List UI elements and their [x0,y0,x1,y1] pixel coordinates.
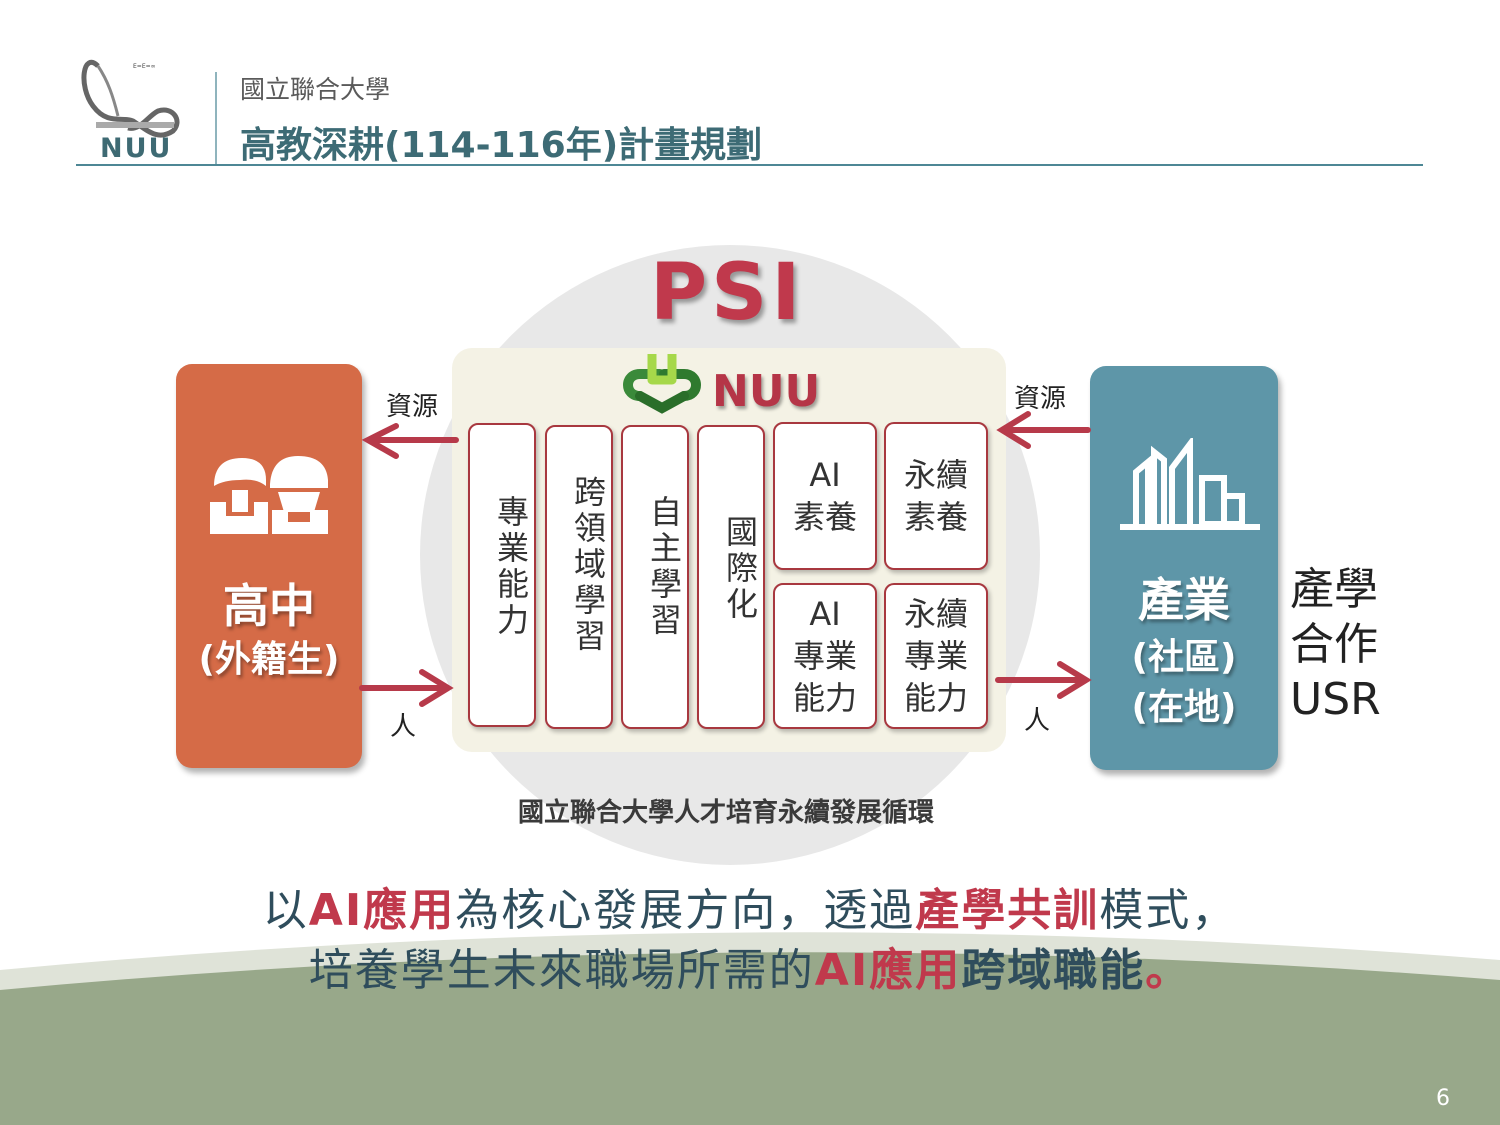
arrow-label-people-left: 人 [390,712,417,742]
diagram-caption: 國立聯合大學人才培育永續發展循環 [517,798,934,828]
box-line: AI [809,595,841,633]
nuu-logo: E=E=∞ [81,59,180,138]
usr-line: 合作 [1290,619,1378,670]
column-label: 自主學習 [645,495,683,639]
industry-title: 產業 [1138,573,1230,627]
box-ai-literacy: AI 素養 [773,422,877,570]
usr-line: 產學 [1290,564,1378,615]
arrow-label-resources-left: 資源 [386,392,439,422]
column-label: 專業能力 [492,495,530,639]
box-line: 永續 [903,456,968,494]
footer-wave [0,952,1500,1125]
column-professional: 專業能力 [468,423,536,727]
page-title: 高教深耕(114-116年)計畫規劃 [240,125,763,166]
header-divider [215,72,217,166]
page-number: 6 [1436,1086,1450,1111]
summary-highlight: AI應用 [308,885,456,936]
box-line: 專業 [792,637,857,675]
high-school-block [176,364,362,768]
students-icon [210,456,328,534]
column-internationalization: 國際化 [697,425,765,729]
summary-line-1: 以AI應用為核心發展方向，透過產學共訓模式， [0,874,1500,938]
column-self-learning: 自主學習 [621,425,689,729]
summary-segment: 模式， [1099,885,1238,936]
column-label: 國際化 [721,515,759,623]
box-line: 素養 [792,498,857,536]
box-line: 能力 [792,679,857,717]
summary-highlight: 產學共訓 [915,885,1100,936]
summary-segment: 培養學生未來職場所需的 [308,945,815,996]
box-ai-professional: AI 專業 能力 [773,583,877,729]
arrow-label-resources-right: 資源 [1014,384,1067,414]
box-line: 素養 [903,498,968,536]
arrow-label-people-right: 人 [1024,706,1051,736]
summary-segment: 。 [1145,945,1192,996]
nuu-label: NUU [712,366,821,417]
box-sustainability-professional: 永續 專業 能力 [884,583,988,729]
logo-text: NUU [100,133,173,164]
box-sustainability-literacy: 永續 素養 [884,422,988,570]
summary-highlight: AI應用 [814,945,962,996]
column-label: 跨領域學習 [569,475,607,655]
industry-block [1090,366,1278,770]
summary-line-2: 培養學生未來職場所需的AI應用跨域職能。 [0,934,1500,998]
header-rule [76,164,1423,166]
psi-title: PSI [650,248,805,338]
summary-highlight: 跨域職能 [961,945,1146,996]
buildings-icon [1120,438,1260,530]
high-school-subtitle: (外籍生) [198,639,340,680]
box-line: 永續 [903,595,968,633]
svg-text:E=E=∞: E=E=∞ [133,63,156,70]
nuu-emblem-icon [623,354,701,414]
box-line: AI [809,456,841,494]
high-school-title: 高中 [223,579,315,633]
university-name: 國立聯合大學 [240,75,391,104]
box-line: 能力 [903,679,968,717]
summary-segment: 以 [262,885,309,936]
box-line: 專業 [903,637,968,675]
summary-segment: 為核心發展方向，透過 [455,885,916,936]
column-interdisciplinary: 跨領域學習 [545,425,613,729]
industry-local: (在地) [1131,687,1237,728]
usr-line: USR [1290,674,1381,725]
usr-label: 產學 合作 USR [1290,562,1381,727]
industry-community: (社區) [1131,637,1237,678]
